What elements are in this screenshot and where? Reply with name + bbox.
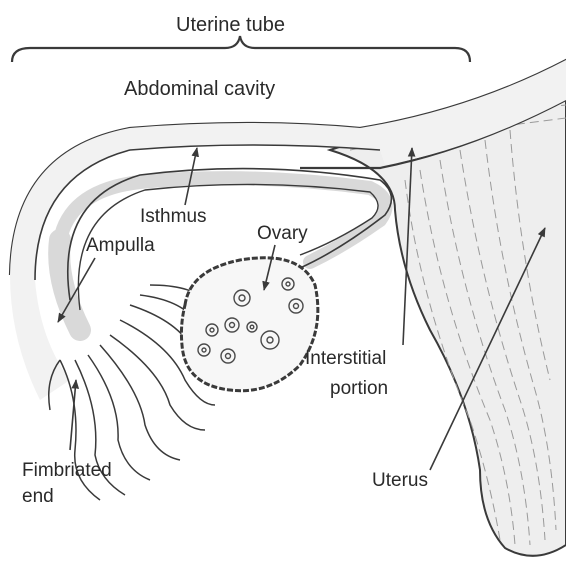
- label-uterus: Uterus: [372, 470, 428, 492]
- label-fimbriated-line2: end: [22, 486, 54, 508]
- label-fimbriated-line1: Fimbriated: [22, 460, 112, 482]
- label-isthmus: Isthmus: [140, 206, 207, 228]
- label-abdominal-cavity: Abdominal cavity: [124, 78, 275, 100]
- label-ovary: Ovary: [257, 223, 308, 245]
- label-interstitial-line2: portion: [330, 378, 388, 400]
- label-ampulla: Ampulla: [86, 235, 155, 257]
- label-uterine-tube: Uterine tube: [176, 14, 285, 36]
- ovary: [181, 258, 317, 391]
- uterine-tube-bracket: [12, 36, 470, 62]
- label-interstitial-line1: Interstitial: [305, 348, 386, 370]
